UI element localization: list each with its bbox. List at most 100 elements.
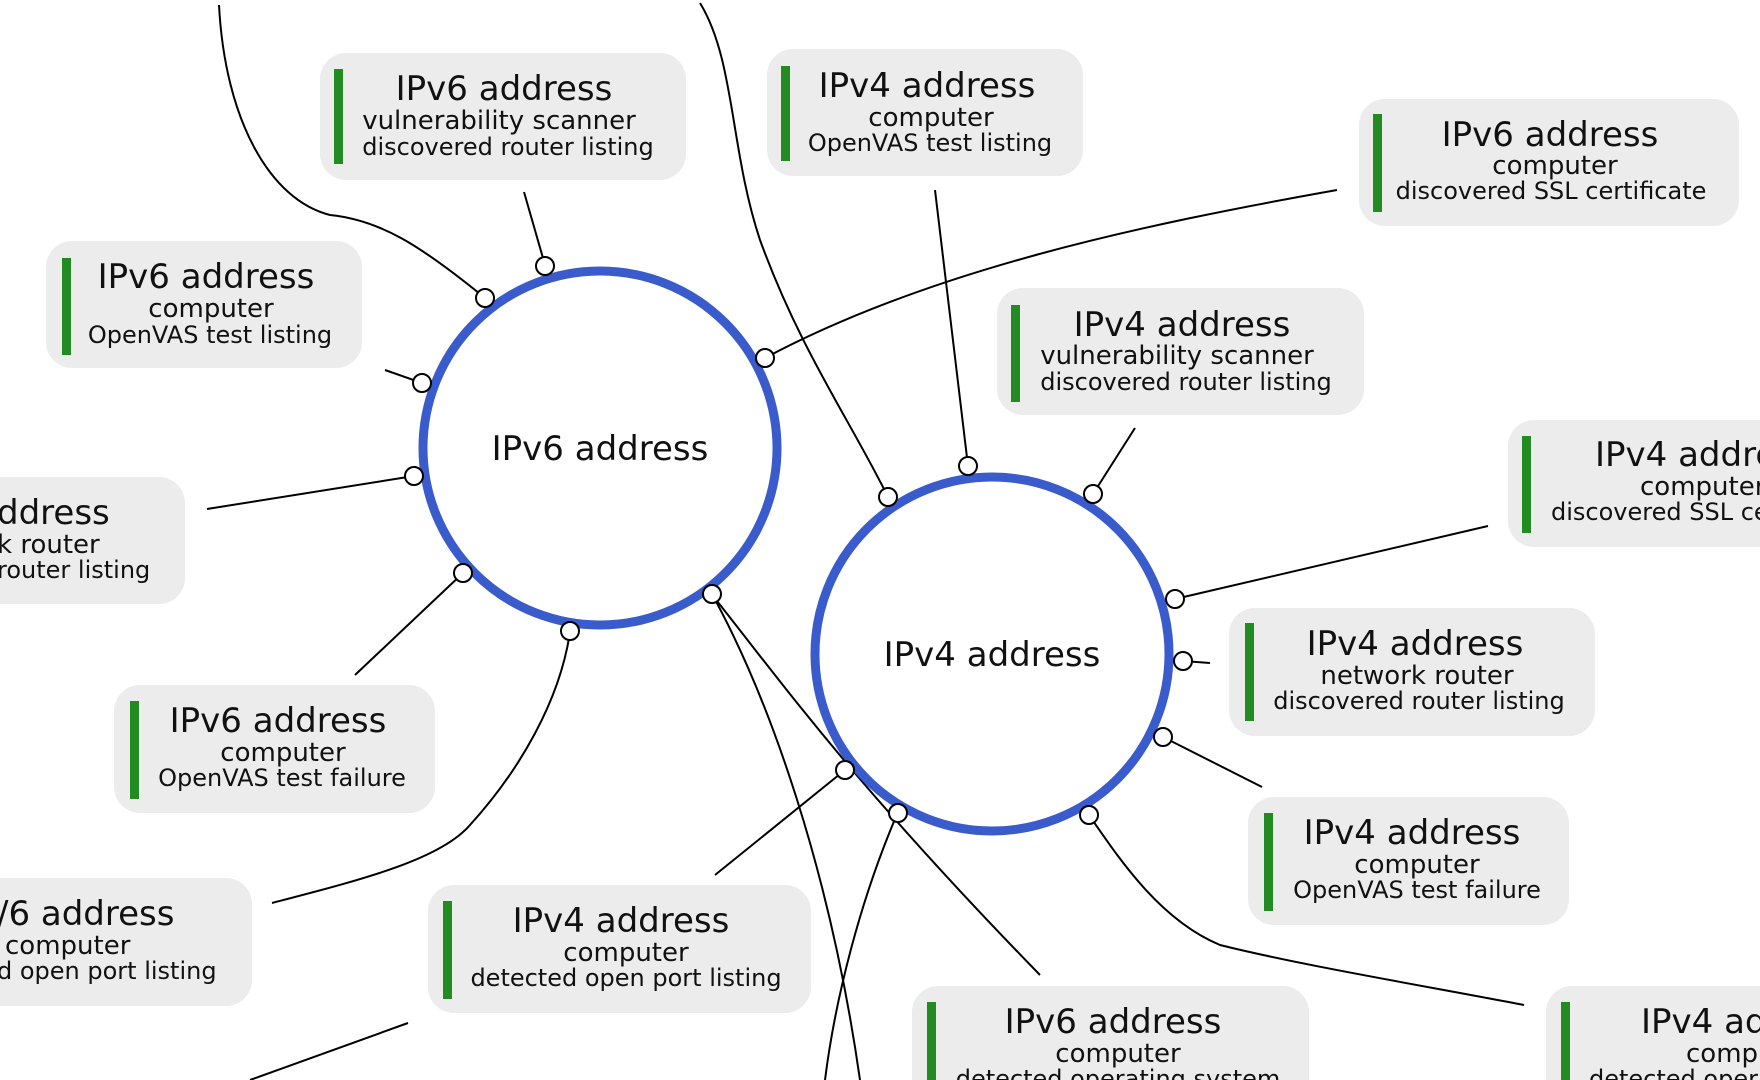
card-line: detected operating system [956,1065,1281,1080]
card-line: computer [1640,472,1760,502]
port[interactable] [1153,727,1173,747]
ports [404,256,1193,825]
card[interactable]: IPv6 address vulnerability scanner disco… [320,53,686,180]
edge [934,189,969,467]
card[interactable]: /6 address computer d open port listing [0,878,252,1006]
card-accent-bar [1245,623,1254,721]
card-title: IPv6 address [170,701,387,741]
edge [712,595,1041,976]
hub-ipv6-circle [418,266,782,630]
port[interactable] [702,584,722,604]
edge [764,189,1338,359]
hub-ipv4-circle [810,472,1174,836]
card-line: computer [148,294,274,324]
edge [1088,814,1525,1006]
card-line: router listing [0,556,150,584]
port[interactable] [888,803,908,823]
card-title: IPv4 address [513,901,730,941]
card-background [1229,608,1595,736]
card-line: comp [1686,1039,1758,1069]
hub-ipv6-label: IPv6 address [492,429,709,469]
card-line: computer [1492,151,1618,181]
edge [218,4,486,299]
edge [271,631,571,904]
port[interactable] [412,373,432,393]
card-title: IPv6 address [396,69,613,109]
port[interactable] [453,563,473,583]
card[interactable]: IPv4 address computer detected open port… [428,885,811,1013]
card[interactable]: IPv4 addre computer discovered SSL ce [1508,420,1760,547]
port[interactable] [535,256,555,276]
card-title: IPv4 address [1307,624,1524,664]
card-line: discovered SSL ce [1551,498,1760,526]
card-accent-bar [130,701,139,799]
card-background [0,477,185,604]
edge [206,475,415,510]
port[interactable] [560,621,580,641]
card-title: IPv6 address [98,257,315,297]
port[interactable] [755,348,775,368]
card-line: detected opera [1589,1065,1760,1080]
card-accent-bar [1011,305,1020,402]
hub-ipv4-node[interactable]: IPv4 address [810,472,1174,836]
card-accent-bar [781,66,790,161]
card[interactable]: IPv4 address computer OpenVAS test failu… [1248,797,1569,925]
card[interactable]: IPv4 ad comp detected opera [1546,986,1760,1080]
port[interactable] [1165,589,1185,609]
edge [1162,736,1263,788]
port[interactable] [1079,805,1099,825]
card-background [997,288,1364,415]
port[interactable] [475,288,495,308]
card-line: discovered SSL certificate [1396,177,1707,205]
card-title: IPv4 address [819,66,1036,106]
card-title: IPv6 address [1005,1002,1222,1042]
edge [699,2,889,498]
edge [711,593,861,1080]
card[interactable]: IPv6 address computer OpenVAS test listi… [46,241,362,368]
card-line: computer [563,938,689,968]
hub-ipv4-label: IPv4 address [884,635,1101,675]
card-accent-bar [1522,436,1531,533]
port[interactable] [404,466,424,486]
hub-ipv6-node[interactable]: IPv6 address [418,266,782,630]
card-title: IPv4 address [1304,813,1521,853]
card-line: d open port listing [0,957,217,985]
card-line: OpenVAS test listing [88,321,332,349]
port[interactable] [1173,651,1193,671]
card[interactable]: IPv4 address computer OpenVAS test listi… [767,49,1083,176]
card-line: discovered router listing [1273,687,1565,715]
card[interactable]: IPv6 address computer discovered SSL cer… [1359,99,1739,226]
card-title: IPv6 address [1442,115,1659,155]
card-line: discovered router listing [362,133,654,161]
card-line: computer [220,738,346,768]
card-background [912,986,1309,1080]
card-accent-bar [1561,1002,1570,1080]
card-background [1248,797,1569,925]
card-background [320,53,686,180]
card-title: /6 address [0,894,174,934]
card[interactable]: IPv6 address computer OpenVAS test failu… [114,685,435,813]
card-line: network router [1320,661,1514,691]
card-line: OpenVAS test listing [808,129,1052,157]
card-accent-bar [1373,114,1382,212]
card-background [1546,986,1760,1080]
card-line: vulnerability scanner [362,106,636,136]
card-line: OpenVAS test failure [158,764,406,792]
edge [249,1022,409,1080]
card-background [1359,99,1739,226]
card[interactable]: IPv4 address network router discovered r… [1229,608,1595,736]
card[interactable]: ddress k router router listing [0,477,185,604]
card-accent-bar [927,1002,936,1080]
card[interactable]: IPv6 address computer detected operating… [912,986,1309,1080]
edge [354,572,464,676]
card-background [767,49,1083,176]
card-background [1508,420,1760,547]
card-line: detected open port listing [470,964,781,992]
port[interactable] [878,487,898,507]
port[interactable] [958,456,978,476]
card[interactable]: IPv4 address vulnerability scanner disco… [997,288,1364,415]
port[interactable] [835,760,855,780]
card-background [46,241,362,368]
port[interactable] [1083,484,1103,504]
